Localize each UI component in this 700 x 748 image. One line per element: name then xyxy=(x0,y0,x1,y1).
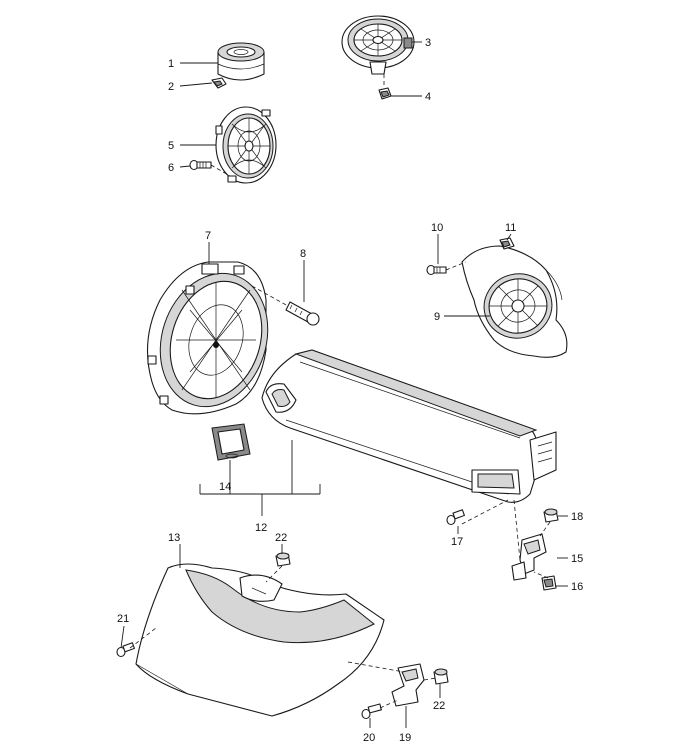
clip-part-11 xyxy=(499,237,515,250)
callout-5: 5 xyxy=(168,140,174,152)
group-bracket-12 xyxy=(199,440,321,516)
callout-2: 2 xyxy=(168,81,174,93)
callout-12: 12 xyxy=(255,522,267,534)
nut-part-4 xyxy=(378,87,392,100)
callout-15: 15 xyxy=(571,553,583,565)
callout-22-lower: 22 xyxy=(433,700,445,712)
bracket-part-19 xyxy=(391,663,425,707)
clip-part-2 xyxy=(211,77,227,89)
speaker-bracket-part-9 xyxy=(461,245,568,358)
screw-part-6 xyxy=(189,159,212,171)
callout-14: 14 xyxy=(219,481,231,493)
screw-part-20 xyxy=(361,703,382,720)
clip-nut-part-16 xyxy=(541,575,557,591)
callout-18: 18 xyxy=(571,511,583,523)
nut-part-22-upper xyxy=(275,552,291,567)
trim-panel-part-13 xyxy=(135,563,385,717)
callout-8: 8 xyxy=(300,248,306,260)
callout-13: 13 xyxy=(168,532,180,544)
callout-3: 3 xyxy=(425,37,431,49)
bracket-part-15 xyxy=(511,533,547,581)
enclosure-part-12 xyxy=(261,349,557,503)
callout-20: 20 xyxy=(363,732,375,744)
large-speaker-part-7 xyxy=(146,261,269,415)
callout-1: 1 xyxy=(168,58,174,70)
callout-10: 10 xyxy=(431,222,443,234)
screw-part-10 xyxy=(426,264,447,276)
callout-11: 11 xyxy=(505,222,516,234)
screw-part-17 xyxy=(446,509,465,526)
tweeter-part-1 xyxy=(217,42,265,81)
callout-4: 4 xyxy=(425,91,431,103)
grommet-part-14 xyxy=(211,423,251,461)
callout-7: 7 xyxy=(205,230,211,242)
callout-22-upper: 22 xyxy=(275,532,287,544)
callout-21: 21 xyxy=(117,613,129,625)
screw-part-21 xyxy=(116,642,135,658)
callout-17: 17 xyxy=(451,536,463,548)
callout-6: 6 xyxy=(168,162,174,174)
nut-part-22-lower xyxy=(433,668,449,685)
midrange-speaker-part-3 xyxy=(341,15,415,75)
nut-part-18 xyxy=(543,508,559,523)
callout-9: 9 xyxy=(434,311,440,323)
callout-16: 16 xyxy=(571,581,583,593)
speaker-part-5 xyxy=(215,106,277,184)
callout-19: 19 xyxy=(399,732,411,744)
bolt-part-8 xyxy=(285,301,320,326)
